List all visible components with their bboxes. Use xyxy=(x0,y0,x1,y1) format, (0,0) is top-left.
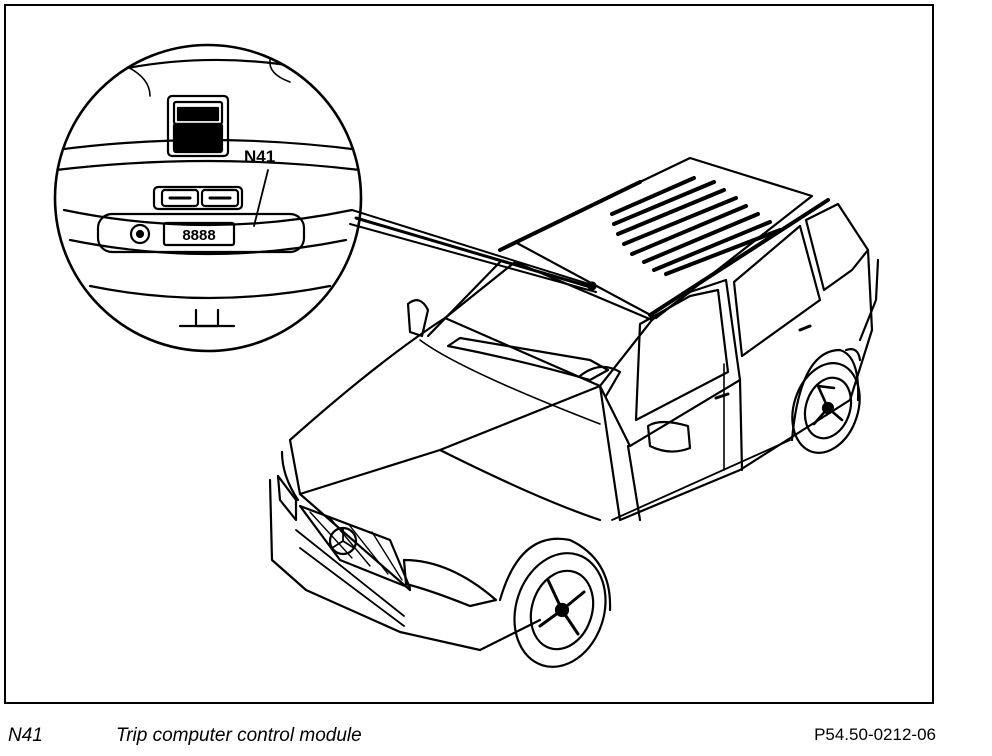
display-digits: 8888 xyxy=(182,227,215,244)
diagram-frame xyxy=(4,4,934,704)
figure-reference: P54.50-0212-06 xyxy=(814,725,936,744)
vehicle-outline xyxy=(268,156,880,668)
front-wheel xyxy=(498,537,612,668)
trip-buttons xyxy=(152,185,244,211)
callout-label: N41 xyxy=(244,147,275,166)
sunroof-switch xyxy=(166,94,230,158)
caption-description: Trip computer control module xyxy=(116,725,362,746)
rear-wheel xyxy=(790,348,861,454)
caption-code: N41 xyxy=(8,725,43,746)
trip-display: 8888 xyxy=(162,221,236,247)
detail-magnifier: 8888 N41 xyxy=(53,43,597,353)
